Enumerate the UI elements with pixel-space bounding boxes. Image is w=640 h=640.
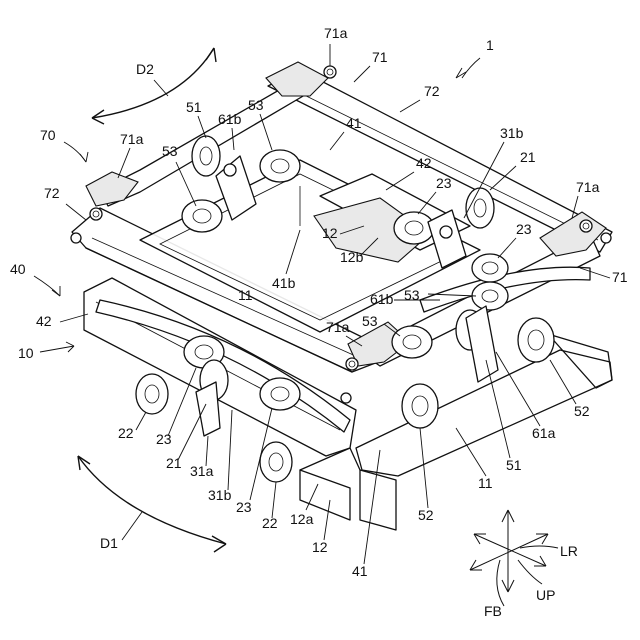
label-51-top: 51 xyxy=(186,99,202,115)
legend-lr: LR xyxy=(560,543,578,559)
label-70: 70 xyxy=(40,127,56,143)
label-51-low: 51 xyxy=(506,457,522,473)
label-42-mid: 42 xyxy=(416,155,432,171)
label-11-mid: 11 xyxy=(238,287,253,303)
legend-fb: FB xyxy=(484,603,502,619)
label-72-left: 72 xyxy=(44,185,60,201)
label-22-low: 22 xyxy=(262,515,278,531)
legend-up: UP xyxy=(536,587,555,603)
label-41b: 41b xyxy=(272,275,296,291)
label-31a: 31a xyxy=(190,463,214,479)
label-12-low: 12 xyxy=(312,539,328,555)
label-71-top: 71 xyxy=(372,49,388,65)
label-23-low: 23 xyxy=(236,499,252,515)
label-52-right: 52 xyxy=(574,403,590,419)
label-71-right: 71 xyxy=(612,269,628,285)
label-53-top: 53 xyxy=(248,97,264,113)
label-53-mid: 53 xyxy=(404,287,420,303)
label-1: 1 xyxy=(486,37,494,53)
label-71a-top: 71a xyxy=(324,25,348,41)
label-41-low: 41 xyxy=(352,563,368,579)
label-D2: D2 xyxy=(136,61,154,77)
label-11-low: 11 xyxy=(478,475,493,491)
label-71a-low: 71a xyxy=(326,319,350,335)
label-D1: D1 xyxy=(100,535,118,551)
label-23-right: 23 xyxy=(516,221,532,237)
label-72-top: 72 xyxy=(424,83,440,99)
label-71a-right: 71a xyxy=(576,179,600,195)
label-52-low: 52 xyxy=(418,507,434,523)
label-71a-left: 71a xyxy=(120,131,144,147)
label-61b-mid: 61b xyxy=(370,291,394,307)
label-12b: 12b xyxy=(340,249,364,265)
label-53-left: 53 xyxy=(162,143,178,159)
label-31b-right: 31b xyxy=(500,125,524,141)
label-42-left: 42 xyxy=(36,313,52,329)
label-21-right: 21 xyxy=(520,149,536,165)
label-22-left: 22 xyxy=(118,425,134,441)
label-53-low: 53 xyxy=(362,313,378,329)
label-61b-top: 61b xyxy=(218,111,242,127)
label-23-mid: 23 xyxy=(436,175,452,191)
label-41-top: 41 xyxy=(346,115,362,131)
label-40: 40 xyxy=(10,261,26,277)
label-12a: 12a xyxy=(290,511,314,527)
label-12-mid: 12 xyxy=(322,225,338,241)
label-10: 10 xyxy=(18,345,34,361)
label-61a: 61a xyxy=(532,425,556,441)
